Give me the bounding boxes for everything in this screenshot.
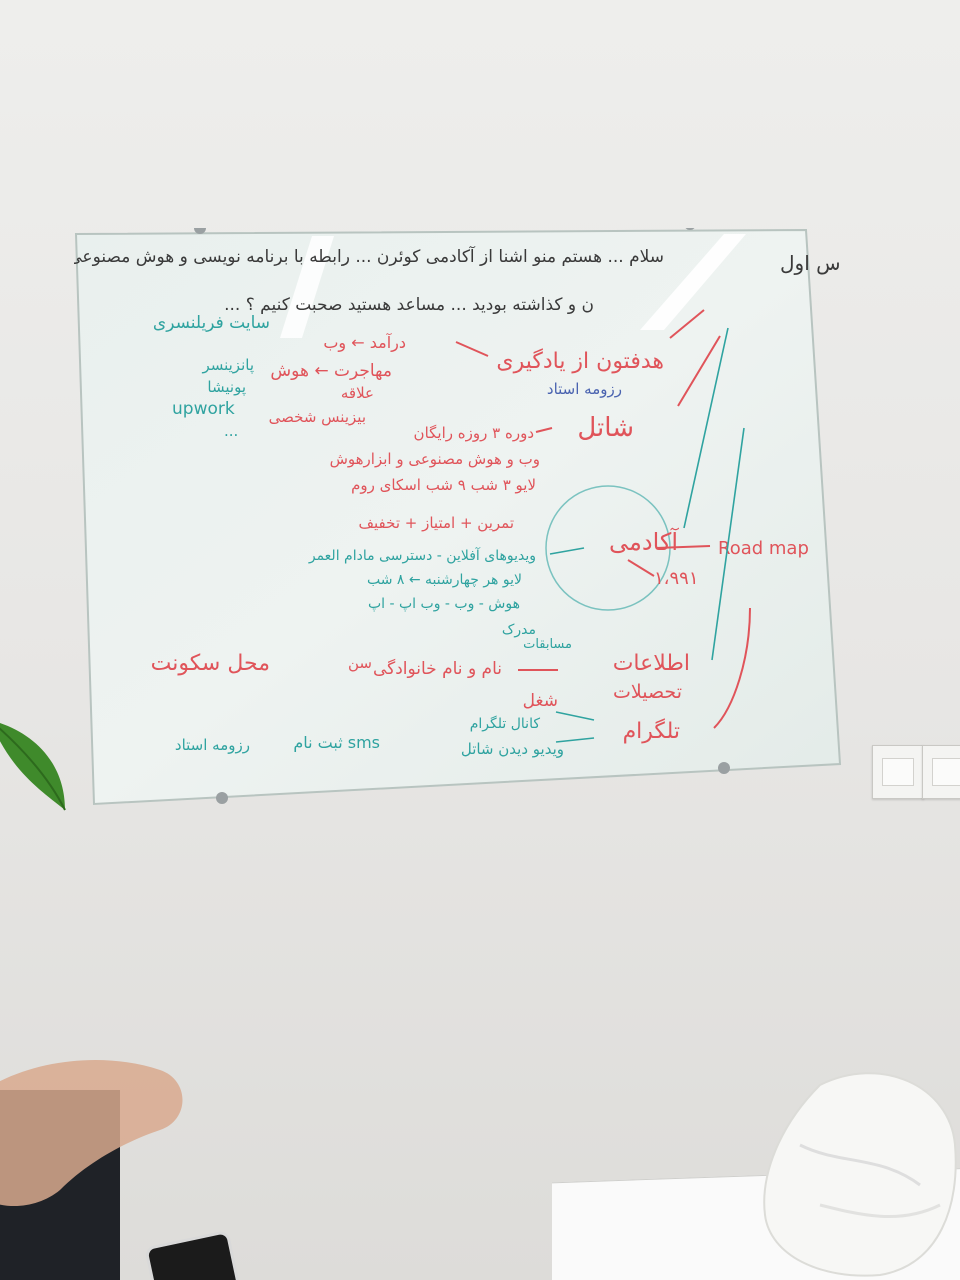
- item5-heading: آکادمی: [609, 527, 679, 556]
- item2-sub-1: درآمد ← وب: [323, 333, 406, 353]
- item4-sub-2: وب و هوش مصنوعی و ابزارهوش: [330, 450, 540, 468]
- item7-sub-4: رزومه استاد: [175, 736, 250, 754]
- item5-roadmap: Road map: [718, 538, 809, 559]
- left-item-2: پونیشا: [207, 378, 246, 397]
- item6-heading: اطلاعات: [613, 651, 690, 676]
- left-item-1: پانزینسر: [201, 356, 254, 375]
- item3-heading: رزومه استاد: [547, 380, 622, 398]
- light-switch-right: [922, 745, 960, 799]
- item7-sub-3: ثبت نام sms: [293, 733, 380, 752]
- board-line1-a: تماس اول: [780, 251, 842, 275]
- item7-sub-1: کانال تلگرام: [470, 715, 541, 732]
- phone: [144, 1229, 242, 1280]
- item6-sub-3: محل سکونت: [151, 651, 270, 676]
- item6-sub-1: نام و نام خانوادگی: [373, 658, 502, 679]
- left-title: سایت فریلنسری: [153, 313, 270, 333]
- item6-sub-2: سن: [348, 654, 372, 672]
- item4-heading: شاتل: [577, 413, 634, 443]
- item5-sub-4: مدرک: [502, 622, 536, 638]
- item2-sub-4: بیزینس شخصی: [269, 408, 366, 426]
- whiteboard: تماس اول سلام ... هستم منو اشنا از آکادم…: [74, 228, 842, 806]
- white-cloth: [763, 1072, 957, 1277]
- board-line1-b: سلام ... هستم منو اشنا از آکادمی کوئرن .…: [74, 245, 664, 267]
- item4-sub-4: تمرین + امتیاز + تخفیف: [359, 514, 515, 532]
- item6c-heading: شغل: [523, 691, 558, 711]
- item5-number: ۱،۹۹۱: [654, 568, 698, 589]
- item5-sub-2: لایو هر چهارشنبه ← ۸ شب: [367, 572, 522, 588]
- light-switch-left: [872, 745, 924, 799]
- item2-sub-3: علاقه: [341, 384, 374, 402]
- item2-sub-2: مهاجرت ← هوش: [270, 361, 392, 381]
- item5-sub-1: ویدیوهای آفلاین - دسترسی مادام العمر: [308, 547, 536, 564]
- left-item-3: upwork: [172, 399, 235, 419]
- plant-leaf: [0, 722, 66, 811]
- item4-sub-3: لایو ۳ شب ۹ شب اسکای روم: [351, 476, 536, 494]
- item2-heading: هدفتون از یادگیری: [496, 348, 664, 374]
- item7-sub-2: ویدیو دیدن شاتل: [461, 740, 564, 758]
- item4-sub-1: دوره ۳ روزه رایگان: [414, 424, 534, 442]
- item6b-heading: تحصیلات: [613, 681, 682, 703]
- item7-heading: تلگرام: [623, 718, 680, 744]
- board-line2: ... ن و کذاشته بودید ... مساعد هستید صحب…: [224, 295, 594, 315]
- left-item-4: ...: [224, 422, 238, 440]
- item5-sub-3: هوش - وب - وب اپ - اپ: [368, 596, 520, 612]
- item5-sub-5: مسابقات: [523, 637, 572, 652]
- whiteboard-surface: تماس اول سلام ... هستم منو اشنا از آکادم…: [74, 228, 842, 806]
- blurred-hand: [0, 1060, 183, 1206]
